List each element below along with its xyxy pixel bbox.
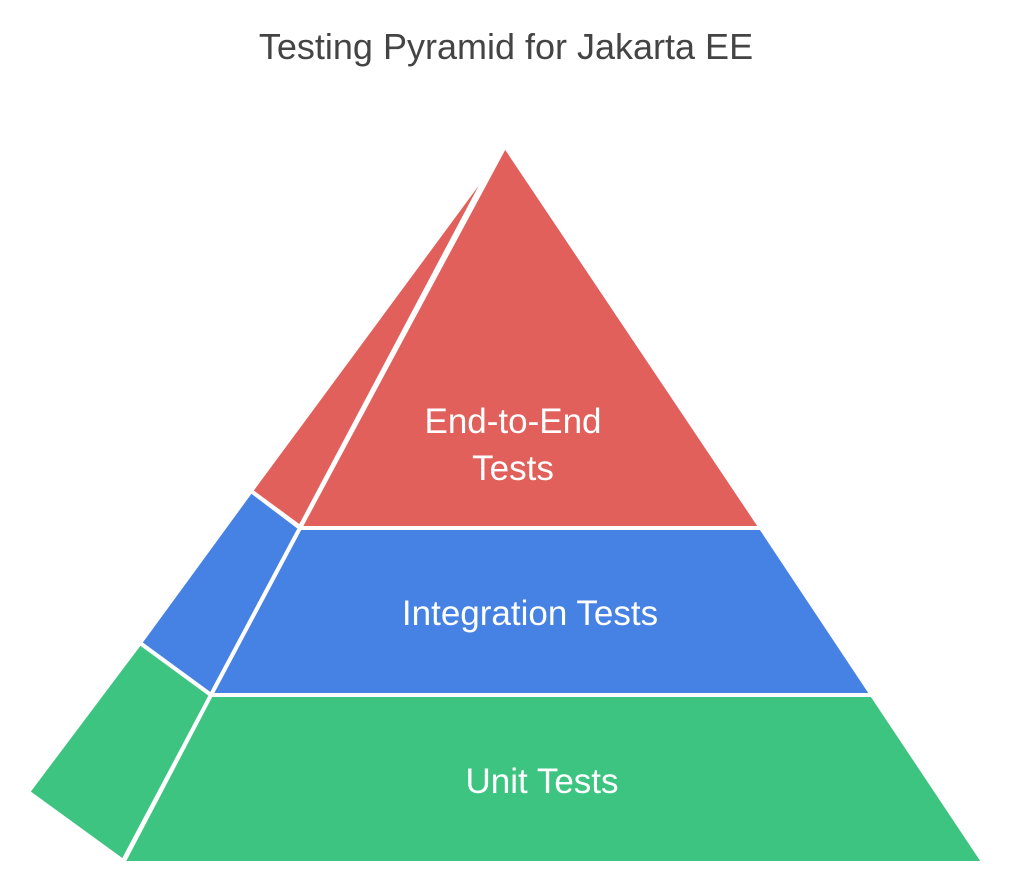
bottom-layer-label: Unit Tests xyxy=(465,762,618,801)
diagram-title: Testing Pyramid for Jakarta EE xyxy=(258,26,754,67)
bottom-layer-front xyxy=(121,693,986,865)
top-layer-label-line1: End-to-End xyxy=(424,402,601,441)
middle-layer-label: Integration Tests xyxy=(402,594,658,633)
top-layer-label-line2: Tests xyxy=(472,449,554,488)
